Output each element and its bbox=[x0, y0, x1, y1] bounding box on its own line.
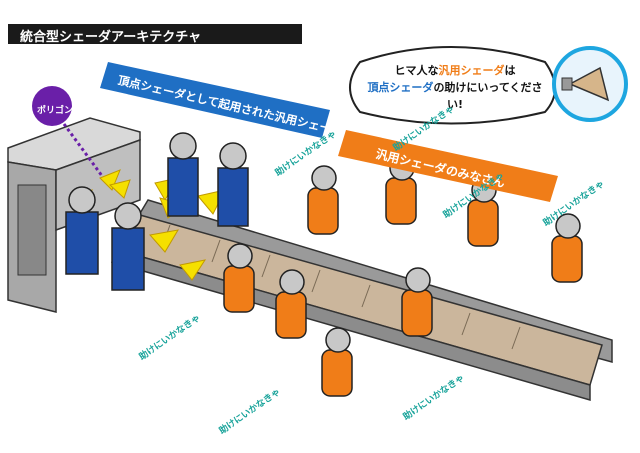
polygon-label: ポリゴン bbox=[37, 106, 74, 116]
general-shader-workers bbox=[223, 155, 583, 397]
conveyor-belt bbox=[110, 199, 613, 401]
speech-line-2: 頂点シェーダの助けにいってください! bbox=[360, 79, 550, 113]
speech-line-1: ヒマ人な汎用シェーダは bbox=[360, 62, 550, 79]
vertex-shader-workers bbox=[65, 132, 249, 291]
speech-line-2-blue: 頂点シェーダ bbox=[367, 81, 434, 94]
speech-line-2-post: の助けにいってください! bbox=[433, 81, 543, 111]
vertex-banner bbox=[100, 62, 330, 138]
speech-line-1-post: は bbox=[504, 64, 516, 77]
speech-bubble bbox=[349, 46, 556, 125]
speech-text: ヒマ人な汎用シェーダは 頂点シェーダの助けにいってください! bbox=[360, 62, 550, 113]
speech-line-1-pre: ヒマ人な bbox=[394, 64, 439, 77]
page-title: 統合型シェーダアーキテクチャ bbox=[20, 30, 202, 45]
polygon-marker bbox=[32, 86, 107, 181]
megaphone-icon bbox=[552, 46, 628, 122]
title-bar: 統合型シェーダアーキテクチャ bbox=[8, 24, 302, 45]
speech-line-1-accent: 汎用シェーダ bbox=[438, 64, 505, 77]
general-banner bbox=[338, 130, 558, 202]
